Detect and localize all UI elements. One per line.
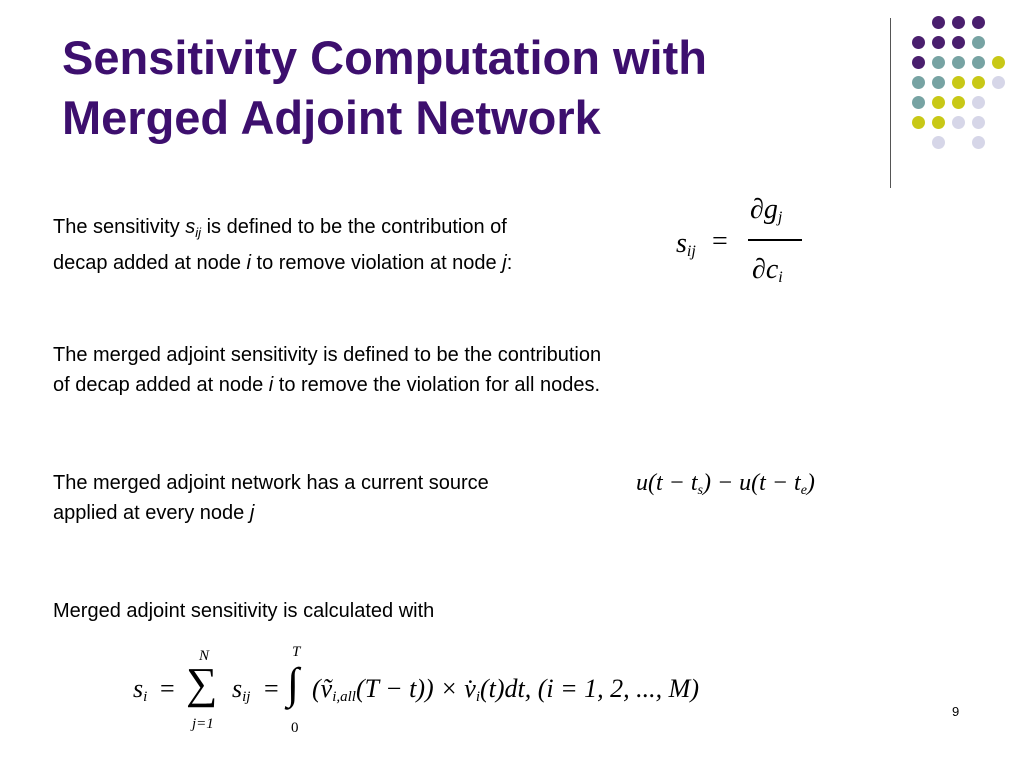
formula2-sub2: e (800, 483, 807, 498)
decorative-dot (972, 136, 985, 149)
decorative-dot (932, 16, 945, 29)
decorative-dot (952, 96, 965, 109)
formula3-s: s (133, 674, 144, 703)
decorative-dot (932, 76, 945, 89)
decorative-dot (912, 56, 925, 69)
decorative-dot (972, 56, 985, 69)
para3-line-1: The merged adjoint network has a current… (53, 472, 489, 494)
merged-sensitivity-definition: The merged adjoint sensitivity is define… (53, 340, 601, 400)
decorative-dot (912, 116, 925, 129)
para2-line-1: The merged adjoint sensitivity is define… (53, 344, 602, 366)
para1-line2-end: : (506, 252, 513, 274)
decorative-dot (932, 136, 945, 149)
para2-line2-text: of decap added at node (53, 374, 269, 396)
decorative-dot (932, 56, 945, 69)
divider-line (890, 18, 891, 188)
decorative-dot (972, 16, 985, 29)
formula2-part1: u(t − t (636, 470, 698, 496)
para3-line2-var: j (249, 502, 255, 524)
formula3-mid: (T − t)) × (355, 674, 465, 703)
formula1-lhs-sub: ij (686, 243, 696, 260)
decorative-dot (952, 76, 965, 89)
para1-var-s: s (185, 216, 196, 238)
formula2-sub1: s (697, 483, 703, 498)
para1-line2-var-j: j (502, 252, 507, 274)
formula1-fraction-bar (748, 239, 802, 241)
decorative-dot (992, 56, 1005, 69)
decorative-dot (952, 16, 965, 29)
formula1-lhs: s (676, 228, 687, 259)
decorative-dot (972, 96, 985, 109)
formula3-end: (t)dt, (i = 1, 2, ..., M) (479, 674, 699, 703)
formula3-eq2: = (264, 674, 279, 703)
decorative-dot (932, 96, 945, 109)
formula3-int-bottom: 0 (291, 720, 299, 736)
slide-title-line-2: Merged Adjoint Network (62, 91, 601, 144)
formula3-int-top: T (292, 644, 301, 660)
decorative-dot (912, 76, 925, 89)
para4-line-1: Merged adjoint sensitivity is calculated… (53, 600, 435, 622)
merged-network-description: The merged adjoint network has a current… (53, 468, 489, 528)
formula1-den-sub: i (778, 269, 783, 286)
merged-sensitivity-calc-text: Merged adjoint sensitivity is calculated… (53, 596, 434, 626)
formula3-vtilde: ṽ (320, 674, 333, 703)
summation-symbol: ∑ (186, 659, 218, 708)
decorative-dot-grid (0, 0, 1024, 200)
integral-symbol: ∫ (287, 659, 300, 708)
formula3-sum-bottom: j=1 (192, 716, 214, 732)
decorative-dot (912, 36, 925, 49)
slide-title-line-1: Sensitivity Computation with (62, 31, 707, 84)
formula1-den: ∂c (752, 254, 779, 285)
formula3-open: ( (312, 674, 321, 703)
para2-line2-var: i (268, 374, 274, 396)
formula1-eq: = (712, 226, 728, 257)
formula1-num-sub: j (777, 209, 783, 226)
para1-line2-text: decap added at node (53, 252, 247, 274)
formula3-s-sub: i (143, 689, 148, 705)
formula3-vdot-sub: i (475, 689, 480, 705)
formula3-eq1: = (160, 674, 175, 703)
decorative-dot (932, 116, 945, 129)
slide-title: Sensitivity Computation with Merged Adjo… (62, 28, 862, 148)
para3-line2-text: applied at every node (53, 502, 250, 524)
decorative-dot (932, 36, 945, 49)
decorative-dot (972, 36, 985, 49)
para1-text: The sensitivity (53, 216, 186, 238)
formula3-sij: s (232, 674, 243, 703)
decorative-dot (952, 116, 965, 129)
decorative-dot (992, 76, 1005, 89)
para1-var-sub: ij (195, 225, 202, 240)
formula1-num: ∂g (750, 194, 778, 225)
current-source-formula: u(t − ts) − u(t − te) (636, 470, 815, 499)
para2-line2-after: to remove the violation for all nodes. (273, 374, 601, 396)
formula3-vtilde-sub: i,all (332, 689, 356, 705)
decorative-dot (912, 96, 925, 109)
formula3-sum-top: N (199, 648, 210, 664)
decorative-dot (952, 36, 965, 49)
formula3-sij-sub: ij (242, 689, 251, 705)
formula2-part2: ) − u(t − t (702, 470, 801, 496)
decorative-dot (972, 116, 985, 129)
para1-line2-var-i: i (246, 252, 251, 274)
formula2-part3: ) (806, 470, 815, 496)
sensitivity-definition: The sensitivity sij is defined to be the… (53, 212, 512, 278)
para1-text-after: is defined to be the contribution of (201, 216, 507, 238)
para1-line2-mid: to remove violation at node (250, 252, 503, 274)
decorative-dot (952, 56, 965, 69)
formula3-body: (ṽi,all(T − t)) × v̇i(t)dt, (i = 1, 2, .… (312, 674, 699, 706)
formula3-vdot: v̇ (464, 674, 476, 703)
decorative-dot (972, 76, 985, 89)
page-number: 9 (952, 704, 960, 719)
